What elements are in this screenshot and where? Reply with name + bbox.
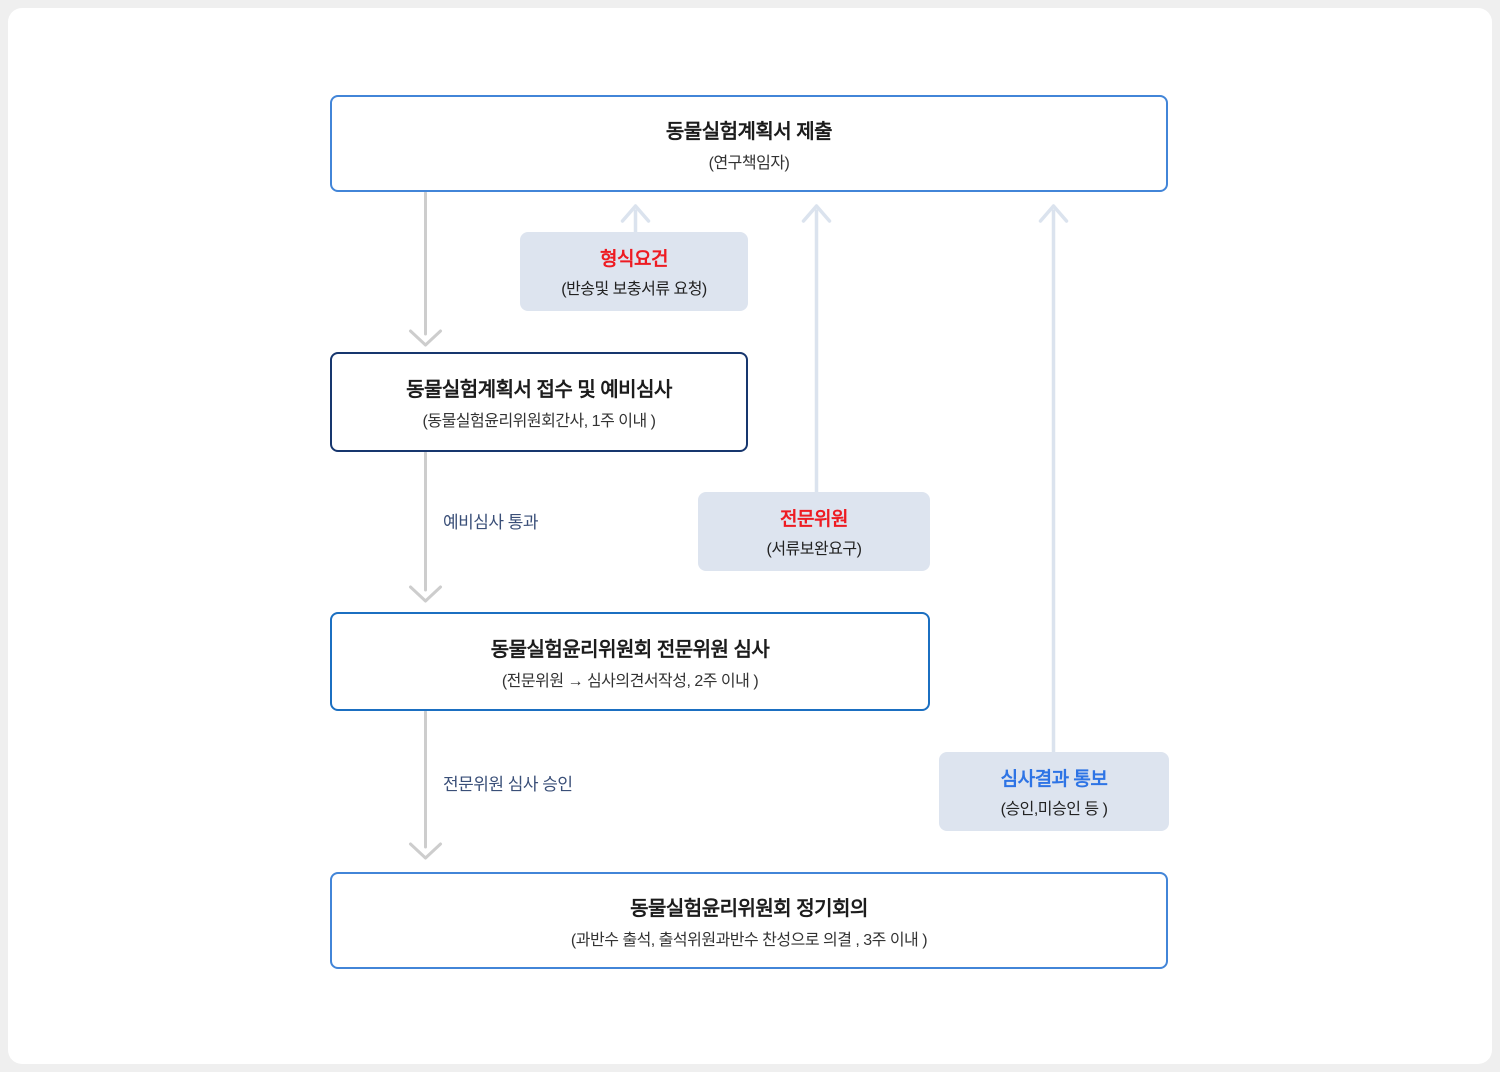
flow-box-receipt: 동물실험계획서 접수 및 예비심사 (동물실험윤리위원회간사, 1주 이내 ) — [330, 352, 748, 452]
flow-box-submit-title: 동물실험계획서 제출 — [665, 120, 833, 143]
edge-label-expert-approval: 전문위원 심사 승인 — [443, 775, 573, 794]
flow-box-meeting-title: 동물실험윤리위원회 정기회의 — [630, 897, 868, 920]
flow-box-receipt-subtitle: (동물실험윤리위원회간사, 1주 이내 ) — [422, 413, 656, 430]
flow-box-submit: 동물실험계획서 제출 (연구책임자) — [330, 95, 1168, 192]
callout-expert-title: 전문위원 — [780, 509, 848, 530]
callout-formal-subtitle: (반송및 보충서류 요청) — [561, 281, 707, 298]
callout-result-notification: 심사결과 통보 (승인,미승인 등 ) — [939, 752, 1169, 831]
flow-box-submit-subtitle: (연구책임자) — [708, 154, 790, 172]
callout-expert-subtitle: (서류보완요구) — [766, 541, 862, 558]
callout-notify-title: 심사결과 통보 — [1000, 769, 1108, 790]
flow-box-meeting: 동물실험윤리위원회 정기회의 (과반수 출석, 출석위원과반수 찬성으로 의결 … — [330, 872, 1168, 969]
callout-formal-requirements: 형식요건 (반송및 보충서류 요청) — [520, 232, 748, 311]
callout-formal-title: 형식요건 — [600, 249, 668, 270]
callout-expert-member: 전문위원 (서류보완요구) — [698, 492, 930, 571]
callout-notify-subtitle: (승인,미승인 등 ) — [1000, 801, 1108, 818]
edge-label-preliminary-pass: 예비심사 통과 — [443, 513, 539, 532]
flow-box-meeting-subtitle: (과반수 출석, 출석위원과반수 찬성으로 의결 , 3주 이내 ) — [570, 931, 928, 949]
flow-box-receipt-title: 동물실험계획서 접수 및 예비심사 — [406, 379, 672, 401]
flow-box-review-subtitle: (전문위원 → 심사의견서작성, 2주 이내 ) — [501, 672, 759, 690]
flow-box-review-title: 동물실험윤리위원회 전문위원 심사 — [490, 638, 770, 661]
flow-box-review: 동물실험윤리위원회 전문위원 심사 (전문위원 → 심사의견서작성, 2주 이내… — [330, 612, 930, 711]
